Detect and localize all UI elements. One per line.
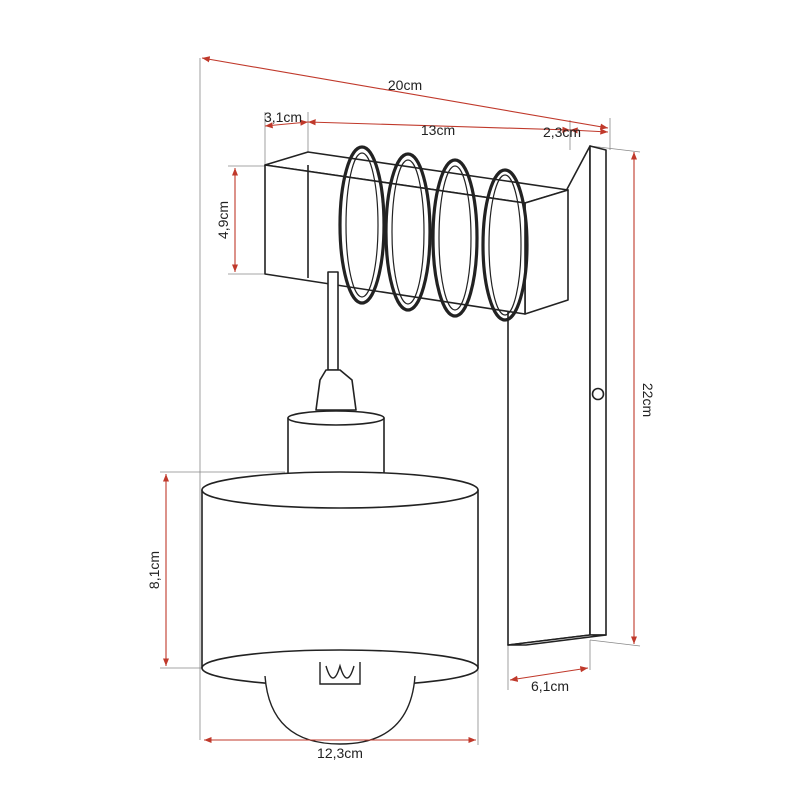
- dim-line-beam-end: [264, 119, 309, 129]
- dim-line-plate-depth: [509, 666, 589, 682]
- label-beam-height: 4,9cm: [215, 201, 231, 239]
- light-bulb-icon: [264, 662, 416, 745]
- label-plate-depth: 6,1cm: [531, 678, 569, 694]
- label-beam-length: 13cm: [421, 122, 455, 138]
- lamp-shade: [201, 471, 479, 687]
- dim-line-overall-width: [201, 56, 609, 130]
- mounting-screw-icon: [591, 387, 605, 401]
- label-overall-width: 20cm: [388, 77, 422, 93]
- rope-coil: [338, 145, 529, 322]
- dimension-lines: [162, 56, 638, 744]
- label-shade-diameter: 12,3cm: [317, 745, 363, 761]
- extension-lines: [160, 58, 641, 745]
- pendant-cable: [287, 271, 385, 479]
- label-beam-end: 3,1cm: [264, 109, 302, 125]
- dimension-labels: 20cm 3,1cm 13cm 2,3cm 4,9cm 22cm 8,1cm 6…: [146, 77, 656, 761]
- dim-line-beam-offset: [569, 127, 609, 135]
- label-beam-offset: 2,3cm: [543, 124, 581, 140]
- label-overall-height: 22cm: [640, 383, 656, 417]
- dim-line-beam-length: [307, 119, 571, 133]
- label-shade-height: 8,1cm: [146, 551, 162, 589]
